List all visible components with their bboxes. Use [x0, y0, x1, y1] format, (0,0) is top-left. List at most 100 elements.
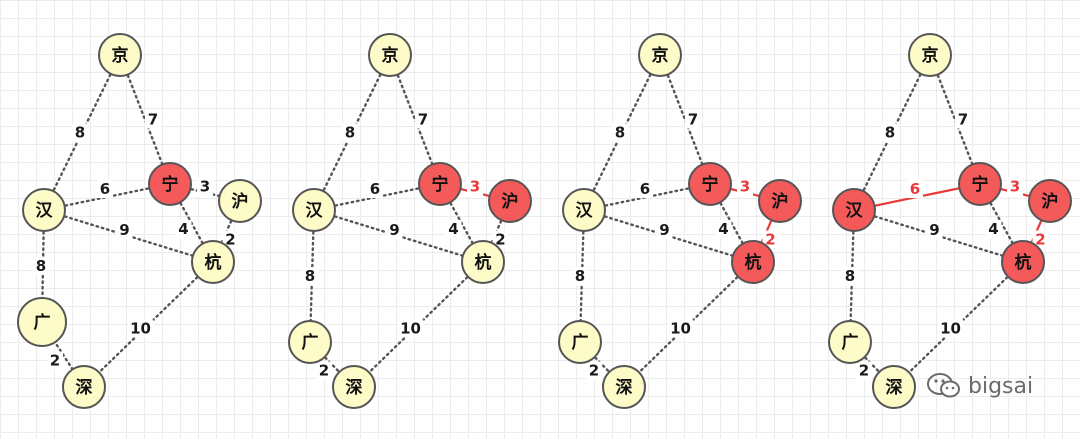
edge-weight-han-ning: 6: [370, 180, 380, 198]
node-label-guang: 广: [842, 332, 859, 353]
node-hang: [191, 240, 235, 284]
edge-weight-han-guang: 8: [845, 267, 855, 285]
node-label-hu: 沪: [772, 191, 789, 212]
edge-weight-bg: [302, 267, 318, 285]
edge-weight-bg: [926, 221, 943, 239]
edge-weight-hang-shen: 10: [400, 320, 421, 338]
node-label-shen: 深: [886, 377, 903, 398]
node-label-hu: 沪: [232, 191, 249, 212]
node-guang: [288, 320, 332, 364]
edge-weight-jing-ning: 7: [958, 111, 968, 129]
edge-weight-bg: [762, 230, 779, 249]
edge-weight-bg: [72, 123, 88, 142]
node-han: [292, 188, 336, 232]
node-hang: [1001, 240, 1045, 284]
node-label-hang: 杭: [745, 252, 762, 273]
edge-weight-ning-hu: 3: [200, 178, 210, 196]
node-han: [832, 188, 876, 232]
edge-weight-bg: [175, 220, 192, 238]
node-label-guang: 广: [302, 332, 319, 353]
wechat-icon: [927, 373, 960, 398]
node-shen: [602, 365, 646, 409]
edge-weight-hang-shen: 10: [940, 320, 961, 338]
edge-jing-han: [42, 53, 122, 212]
edge-weight-bg: [445, 220, 462, 238]
edge-jing-han: [852, 53, 932, 212]
edge-weight-bg: [116, 221, 133, 239]
watermark-text: bigsai: [968, 373, 1034, 399]
edge-weight-han-guang: 8: [305, 267, 315, 285]
edge-weight-hu-hang: 2: [495, 231, 505, 249]
edge-weight-han-hang: 9: [659, 221, 669, 239]
edge-weight-bg: [907, 180, 923, 198]
node-label-jing: 京: [922, 45, 939, 66]
edge-weight-han-ning: 6: [100, 180, 110, 198]
edge-weight-ning-hang: 4: [178, 220, 188, 238]
node-label-jing: 京: [382, 45, 399, 66]
edge-weight-bg: [197, 177, 213, 196]
edge-weight-bg: [467, 177, 483, 196]
edge-weight-bg: [222, 230, 239, 249]
edge-weight-han-guang: 8: [36, 257, 46, 275]
edge-weight-hu-hang: 2: [765, 231, 775, 249]
node-guang: [558, 320, 602, 364]
edge-weight-han-hang: 9: [119, 221, 129, 239]
node-label-guang: 广: [34, 312, 51, 333]
node-han: [22, 188, 66, 232]
node-ning: [148, 162, 192, 206]
edge-weight-bg: [386, 221, 403, 239]
edge-weight-bg: [492, 230, 509, 249]
edge-weight-han-guang: 8: [575, 267, 585, 285]
edge-weight-bg: [612, 123, 628, 142]
edge-weight-hang-shen: 10: [670, 320, 691, 338]
node-jing: [368, 33, 412, 77]
node-label-hu: 沪: [502, 191, 519, 212]
node-label-ning: 宁: [162, 174, 179, 195]
edge-weight-bg: [937, 319, 964, 338]
edge-weight-bg: [856, 361, 872, 380]
node-label-jing: 京: [112, 45, 129, 66]
edge-weight-han-ning: 6: [640, 180, 650, 198]
edge-weight-bg: [47, 351, 63, 370]
edge-weight-bg: [985, 220, 1002, 238]
node-label-han: 汉: [846, 201, 864, 221]
node-jing: [908, 33, 952, 77]
node-shen: [62, 365, 106, 409]
node-han: [562, 188, 606, 232]
edge-weight-ning-hu: 3: [740, 178, 750, 196]
edge-weight-bg: [955, 110, 971, 129]
edge-weight-jing-ning: 7: [418, 111, 428, 129]
edge-weight-jing-ning: 7: [148, 111, 158, 129]
edge-weight-bg: [397, 319, 424, 338]
edge-jing-ning: [118, 53, 172, 186]
node-label-shen: 深: [76, 377, 93, 398]
edge-jing-han: [312, 53, 392, 212]
edge-weight-jing-han: 8: [75, 124, 85, 142]
edge-weight-hu-hang: 2: [1035, 231, 1045, 249]
edge-weight-guang-shen: 2: [589, 362, 599, 380]
edge-weight-jing-han: 8: [345, 124, 355, 142]
edge-weight-bg: [882, 123, 898, 142]
edge-weight-han-hang: 9: [929, 221, 939, 239]
edge-weight-bg: [316, 361, 332, 380]
node-ning: [688, 162, 732, 206]
edge-weight-han-ning: 6: [910, 180, 920, 198]
edge-jing-ning: [928, 53, 982, 186]
node-label-han: 汉: [576, 201, 594, 221]
node-label-han: 汉: [306, 201, 324, 221]
edge-weight-bg: [342, 123, 358, 142]
edge-weight-jing-ning: 7: [688, 111, 698, 129]
node-label-hang: 杭: [1015, 252, 1032, 273]
edge-weight-bg: [685, 110, 701, 129]
edge-weight-ning-hang: 4: [988, 220, 998, 238]
node-hu: [1028, 179, 1072, 223]
node-label-jing: 京: [652, 45, 669, 66]
edge-weight-hang-shen: 10: [130, 320, 151, 338]
node-shen: [872, 365, 916, 409]
edge-weight-bg: [1032, 230, 1049, 249]
edge-weight-bg: [656, 221, 673, 239]
edge-weight-bg: [415, 110, 431, 129]
node-jing: [98, 33, 142, 77]
